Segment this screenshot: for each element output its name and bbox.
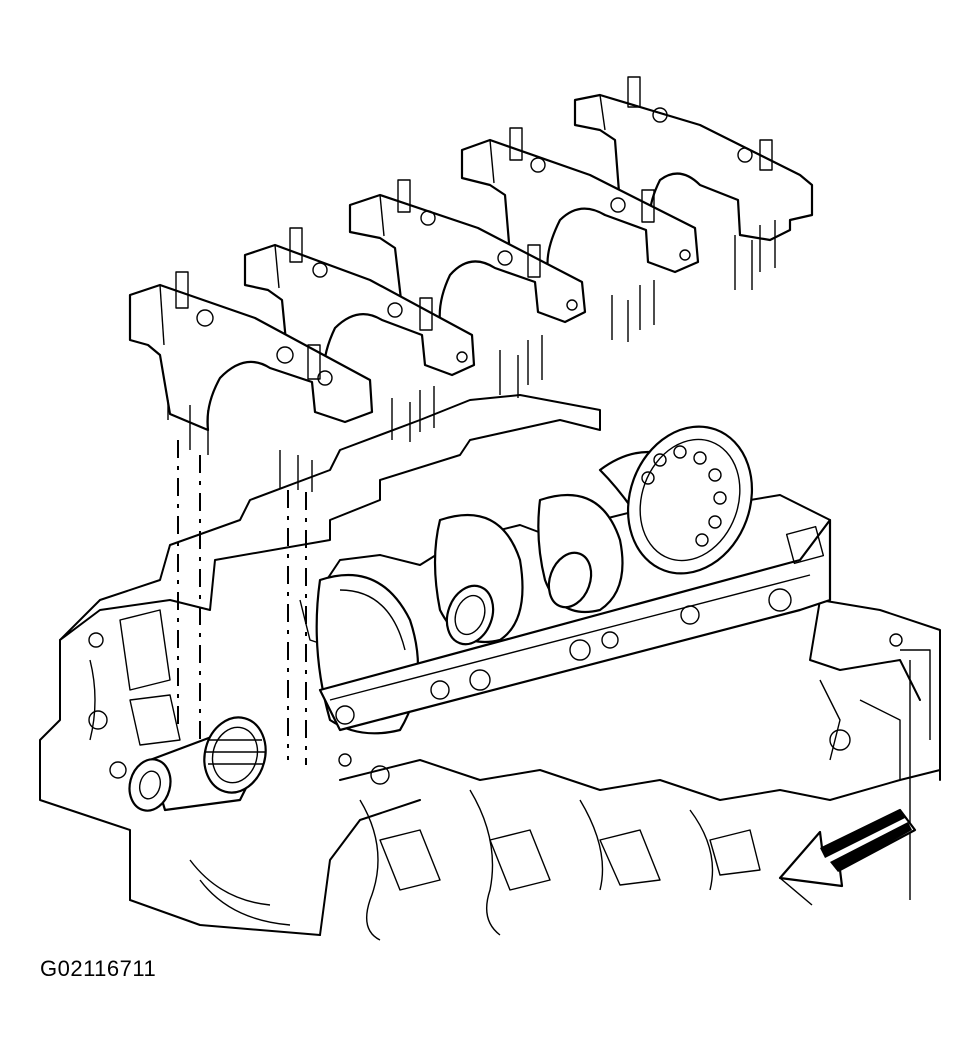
crank-snout: [128, 716, 267, 812]
bearing-cap-1: [128, 271, 374, 492]
alignment-lines: [177, 440, 307, 765]
bearing-girdle: [318, 518, 832, 785]
figure-id-label: G02116711: [40, 956, 157, 981]
bearing-cap-4: [460, 127, 700, 342]
reluctor-wheel: [626, 425, 754, 575]
front-direction-arrow-icon: [778, 808, 917, 906]
engine-block: [39, 394, 941, 941]
crankshaft: [128, 425, 754, 812]
